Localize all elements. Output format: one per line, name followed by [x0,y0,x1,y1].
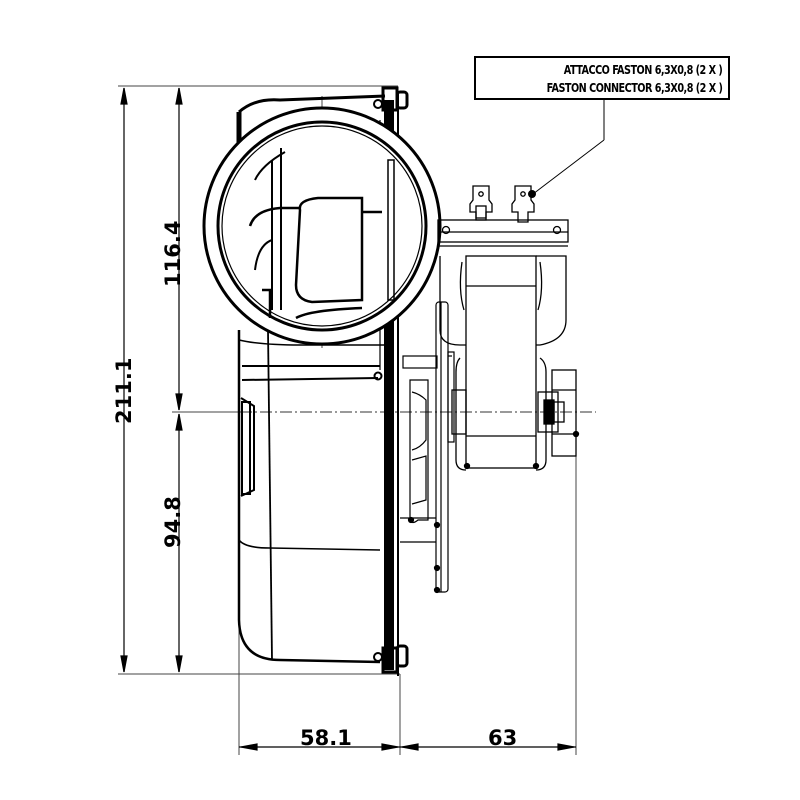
dimension-motor-depth [400,743,576,751]
mounting-plate [400,301,455,594]
dimension-lower-height [175,413,183,673]
inlet-ring [202,106,442,346]
callout-text-italian: ATTACCO FASTON 6,3X0,8 (2 X ) [563,62,722,77]
callout-leader [528,100,605,198]
dimension-overall-height [120,87,128,673]
dim-text-upper-height: 116.4 [161,221,185,287]
dim-text-housing-depth: 58.1 [300,726,352,750]
faston-connector-callout: ATTACCO FASTON 6,3X0,8 (2 X ) FASTON CON… [474,56,730,100]
motor-body [437,185,580,471]
dim-text-overall-height: 211.1 [112,358,136,424]
dim-text-lower-height: 94.8 [161,496,185,548]
dim-text-motor-depth: 63 [488,726,517,750]
faston-terminal-left [469,185,493,221]
dimension-housing-depth [239,743,400,751]
dimension-upper-height [175,87,183,411]
callout-text-english: FASTON CONNECTOR 6,3X0,8 (2 X ) [546,80,722,95]
faston-terminal-right [511,185,535,223]
